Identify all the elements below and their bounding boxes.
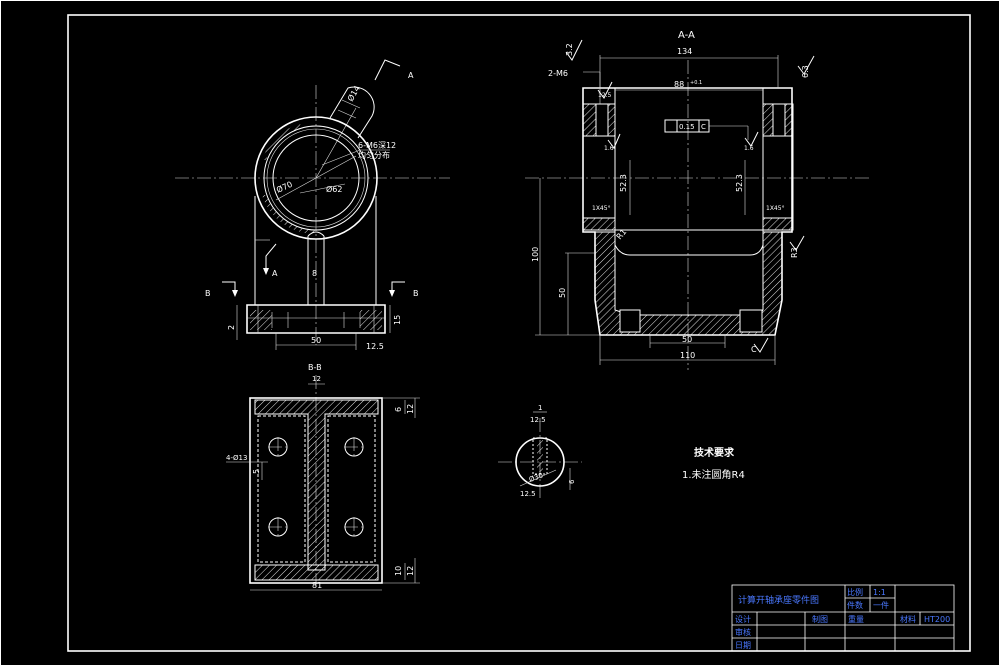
dim-134: 134	[677, 47, 692, 56]
detail-dim-r: 6	[568, 479, 576, 484]
scale-value: 1:1	[873, 588, 886, 597]
section-bb-title: B-B	[308, 363, 322, 372]
detail-dim-d: Ø30	[528, 471, 544, 483]
qty-value: 一件	[873, 600, 889, 610]
dim-88: 88	[674, 80, 684, 89]
tolerance-value: 0.15	[679, 123, 695, 131]
holes-bb: 4-Ø13	[226, 454, 247, 462]
row-a-label: 制图	[812, 614, 828, 624]
dim-rib-width: 12	[312, 375, 321, 383]
dim-base-50: 50	[311, 336, 321, 345]
chamfer-left: 1X45°	[592, 205, 611, 212]
roughness-aa-3: 1.6	[604, 145, 614, 152]
tech-req-title: 技术要求	[694, 446, 735, 459]
detail-view: 1 12.5 Ø30 12.5 6	[498, 404, 582, 500]
dim-50-bottom: 50	[682, 335, 692, 344]
detail-roughness: 12.5	[530, 416, 546, 424]
section-a2-label: A	[272, 269, 278, 278]
roughness-aa-top: 6.3	[801, 65, 810, 78]
dim-110: 110	[680, 351, 695, 360]
detail-roughness-2: 12.5	[520, 490, 536, 498]
material-label: 材料	[900, 614, 916, 624]
drawing-frame	[67, 14, 971, 652]
section-aa-title: A-A	[678, 30, 695, 41]
material-value: HT200	[924, 615, 950, 624]
dim-hole-offset: 5	[252, 469, 261, 474]
dim-bottom-10: 10	[394, 566, 403, 576]
check-label: 审核	[735, 627, 751, 637]
holes-callout: 6-M6深12	[358, 141, 396, 150]
roughness-aa-4: 1.6	[744, 145, 754, 152]
dim-d70: Ø70	[275, 179, 294, 195]
qty-label: 件数	[847, 600, 863, 610]
tap-callout: 2-M6	[548, 69, 568, 78]
roughness-front: 12.5	[366, 342, 384, 351]
dim-88-tol: +0.1	[690, 80, 702, 86]
front-view: A A B B Ø70 Ø62 Ø14 6-M6深12 均匀分布 8 50 15…	[175, 59, 450, 351]
dim-50-vert: 50	[558, 288, 567, 298]
date-label: 日期	[735, 641, 751, 650]
section-b-left-label: B	[205, 289, 211, 298]
dim-top-6: 6	[394, 407, 403, 412]
radius-right: R3	[790, 247, 799, 258]
part-name: 计算开轴承座零件图	[738, 594, 819, 606]
roughness-aa-1: 3.2	[565, 43, 574, 56]
tolerance-ref: C	[701, 123, 706, 131]
dim-d14: Ø14	[345, 84, 362, 103]
dim-top-12: 12	[406, 404, 415, 414]
design-label: 设计	[735, 614, 751, 624]
dim-d62: Ø62	[326, 184, 342, 194]
weight-label: 重量	[848, 614, 864, 624]
holes-callout-2: 均匀分布	[358, 150, 390, 160]
section-a-label: A	[408, 71, 414, 80]
dim-bottom-12: 12	[406, 566, 415, 576]
roughness-aa-2: 12.5	[598, 92, 612, 99]
section-bb-view: B-B 12 6 12 10 12 4-Ø13 5 81	[226, 363, 420, 591]
dim-bore-right: 52.3	[735, 174, 744, 192]
tech-req-line1: 1.未注圆角R4	[682, 468, 745, 481]
chamfer-right: 1X45°	[766, 205, 785, 212]
dim-100: 100	[531, 247, 540, 262]
title-block: 计算开轴承座零件图 比例 1:1 件数 一件 设计 审核 日期 制图 重量 材料…	[731, 584, 955, 652]
dim-rib: 8	[312, 269, 317, 278]
dim-base-2: 2	[227, 325, 236, 330]
datum-label: C	[751, 345, 757, 354]
section-aa-view: A-A	[525, 30, 870, 370]
dim-base-height: 15	[393, 315, 402, 325]
radius-left: R1	[615, 227, 629, 241]
detail-dim-1: 1	[538, 404, 542, 412]
dim-81: 81	[312, 581, 322, 590]
dim-bore-left: 52.3	[619, 174, 628, 192]
scale-label: 比例	[847, 587, 863, 597]
section-b-right-label: B	[413, 289, 419, 298]
